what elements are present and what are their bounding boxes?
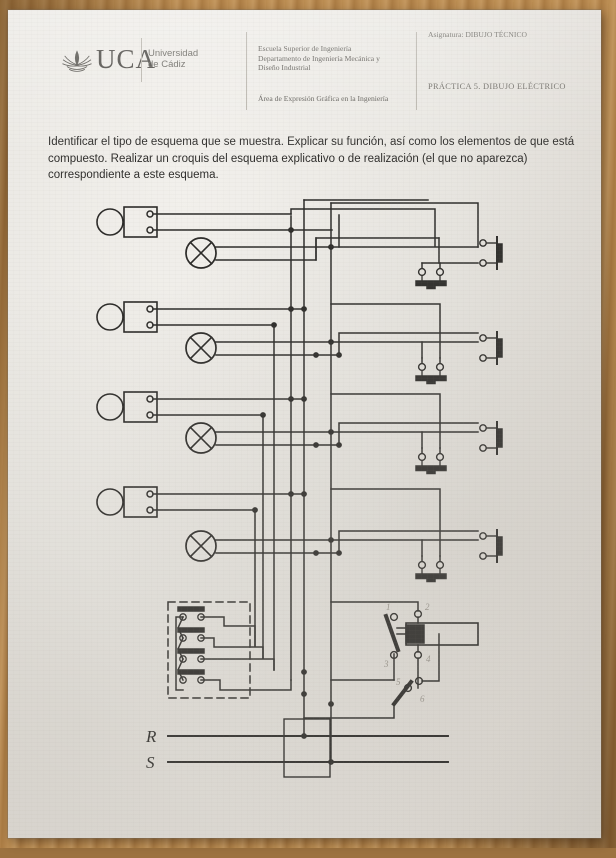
bell-3 — [478, 421, 503, 455]
signal-lamp-4 — [185, 530, 217, 562]
exercise-statement: Identificar el tipo de esquema que se mu… — [48, 136, 575, 181]
push-button-3 — [96, 391, 158, 423]
push-button-1 — [96, 206, 158, 238]
relay-pin-4-label: 4 — [426, 654, 431, 664]
bell-1 — [478, 236, 503, 270]
terminal-block — [167, 601, 292, 699]
terminal-row-3 — [177, 648, 205, 663]
signal-lamp-3 — [185, 422, 217, 454]
header-divider-2 — [246, 32, 247, 110]
university-name: Universidad de Cádiz — [148, 48, 199, 70]
uca-crest-icon — [62, 50, 92, 72]
supply-lines — [167, 693, 449, 778]
practice-title: PRÁCTICA 5. DIBUJO ELÉCTRICO — [428, 82, 566, 91]
relay-pin-1-label: 1 — [386, 602, 391, 612]
junction-r — [301, 733, 307, 739]
sheet-header: UCA Universidad de Cádiz Escuela Superio… — [8, 30, 601, 112]
supply-label-r: R — [145, 727, 157, 746]
bell-2 — [478, 331, 503, 365]
header-divider-1 — [141, 38, 142, 82]
school-block: Escuela Superior de Ingeniería Departame… — [258, 44, 380, 73]
relay-pin-5-label: 5 — [396, 677, 401, 687]
relay-pin-3-label: 3 — [383, 659, 389, 669]
terminal-pair-2 — [415, 362, 447, 385]
exam-sheet: UCA Universidad de Cádiz Escuela Superio… — [8, 10, 601, 838]
terminal-pair-4 — [415, 560, 447, 583]
bell-4 — [478, 529, 503, 563]
terminal-row-1 — [177, 606, 205, 621]
relay-pin-6-label: 6 — [420, 694, 425, 704]
circuit-unit-3 — [96, 391, 503, 475]
push-button-4 — [96, 486, 158, 518]
area-line: Área de Expresión Gráfica en la Ingenier… — [258, 94, 389, 103]
circuit-unit-1 — [96, 206, 503, 290]
circuit-unit-4 — [96, 486, 503, 583]
relay-pin-2-label: 2 — [425, 602, 430, 612]
uca-wordmark: UCA — [96, 44, 157, 74]
terminal-row-2 — [177, 627, 205, 642]
signal-lamp-2 — [185, 332, 217, 364]
push-button-2 — [96, 301, 158, 333]
relay-assembly — [303, 601, 479, 719]
terminal-row-4 — [177, 669, 205, 684]
signal-lamp-1 — [185, 237, 217, 269]
junction-s — [328, 759, 334, 765]
header-divider-3 — [416, 32, 417, 110]
circuit-unit-2 — [96, 301, 503, 385]
supply-label-s: S — [146, 753, 155, 772]
junction-dots — [252, 227, 342, 707]
uca-logo: UCA — [60, 44, 170, 80]
subject-line: Asignatura: DIBUJO TÉCNICO — [428, 30, 527, 39]
terminal-pair-1 — [415, 267, 447, 290]
vertical-bus-lines — [254, 199, 340, 705]
terminal-pair-3 — [415, 452, 447, 475]
